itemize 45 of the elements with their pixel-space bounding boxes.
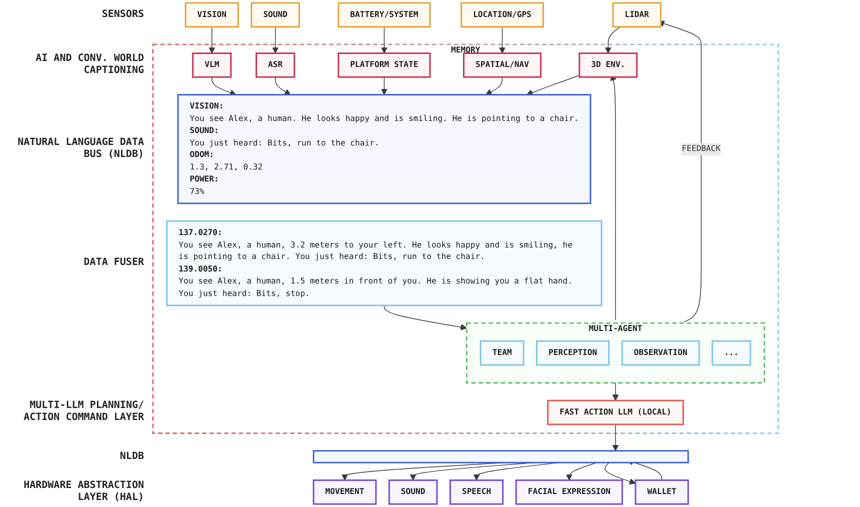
row-label: NLDB: [118, 450, 144, 463]
node-box: VISION: [184, 2, 239, 28]
node-box: FAST ACTION LLM (LOCAL): [547, 400, 684, 426]
arrow: [274, 76, 291, 96]
arrow: [212, 76, 236, 96]
node-box: OBSERVATION: [621, 340, 700, 366]
node-box: WALLET: [634, 479, 689, 505]
row-label: NATURAL LANGUAGE DATA BUS (NLDB): [16, 137, 144, 162]
arrow: [208, 26, 216, 54]
arrow: [499, 26, 506, 54]
node-box: SOUND: [250, 2, 300, 28]
node-box: 3D ENV.: [578, 52, 638, 78]
node-box: 137.0270: You see Alex, a human, 3.2 meters to your left. He looks happy and is smiling, he is pointing to a chair. You just heard: Bits, run to the chair. 139.0050: You see Alex, a human, 1.5 meters in front of you. He is showing you a flat hand. You just heard: Bits, stop.: [166, 220, 602, 306]
row-label: DATA FUSER: [82, 257, 144, 270]
arrow: [272, 26, 279, 54]
node-box: ASR: [256, 52, 296, 78]
node-box: ...: [712, 340, 752, 366]
arrow: [381, 26, 388, 54]
node-box: FACIAL EXPRESSION: [515, 479, 623, 505]
node-box: SOUND: [388, 479, 438, 505]
arrow: [384, 305, 467, 330]
edge-label: FEEDBACK: [682, 144, 721, 154]
arrow: [526, 75, 580, 96]
node-box: VISION: You see Alex, a human. He looks happy and is smiling. He is pointing to a chair. SOUND: You just heard: Bits, run to the chair. ODOM: 1.3, 2.71, 0.32 POWER: 73%: [177, 94, 592, 204]
node-box: VLM: [192, 52, 232, 78]
arrow: [612, 382, 619, 401]
arrow: [604, 26, 621, 54]
node-box: LOCATION/GPS: [460, 2, 544, 28]
node-box: SPEECH: [449, 479, 504, 505]
node-box: SPATIAL/NAV: [463, 52, 542, 78]
row-label: AI AND CONV. WORLD CAPTIONING: [34, 53, 144, 78]
node-box: LIDAR: [612, 2, 662, 28]
node-box: PLATFORM STATE: [338, 52, 431, 78]
node-box: MOVEMENT: [312, 479, 377, 505]
arrow: [612, 424, 619, 452]
arrow: [604, 462, 636, 485]
row-label: SENSORS: [100, 8, 144, 21]
arrow: [381, 76, 388, 96]
arrow: [485, 76, 503, 96]
row-label: MULTI-LLM PLANNING/ ACTION COMMAND LAYER: [22, 400, 144, 424]
node-box: PERCEPTION: [536, 340, 610, 366]
node-box: BATTERY/SYSTEM: [338, 2, 431, 28]
node-bar: [312, 450, 689, 464]
row-label: HARDWARE ABSTRACTION LAYER (HAL): [22, 480, 144, 504]
node-box: TEAM: [480, 340, 524, 366]
